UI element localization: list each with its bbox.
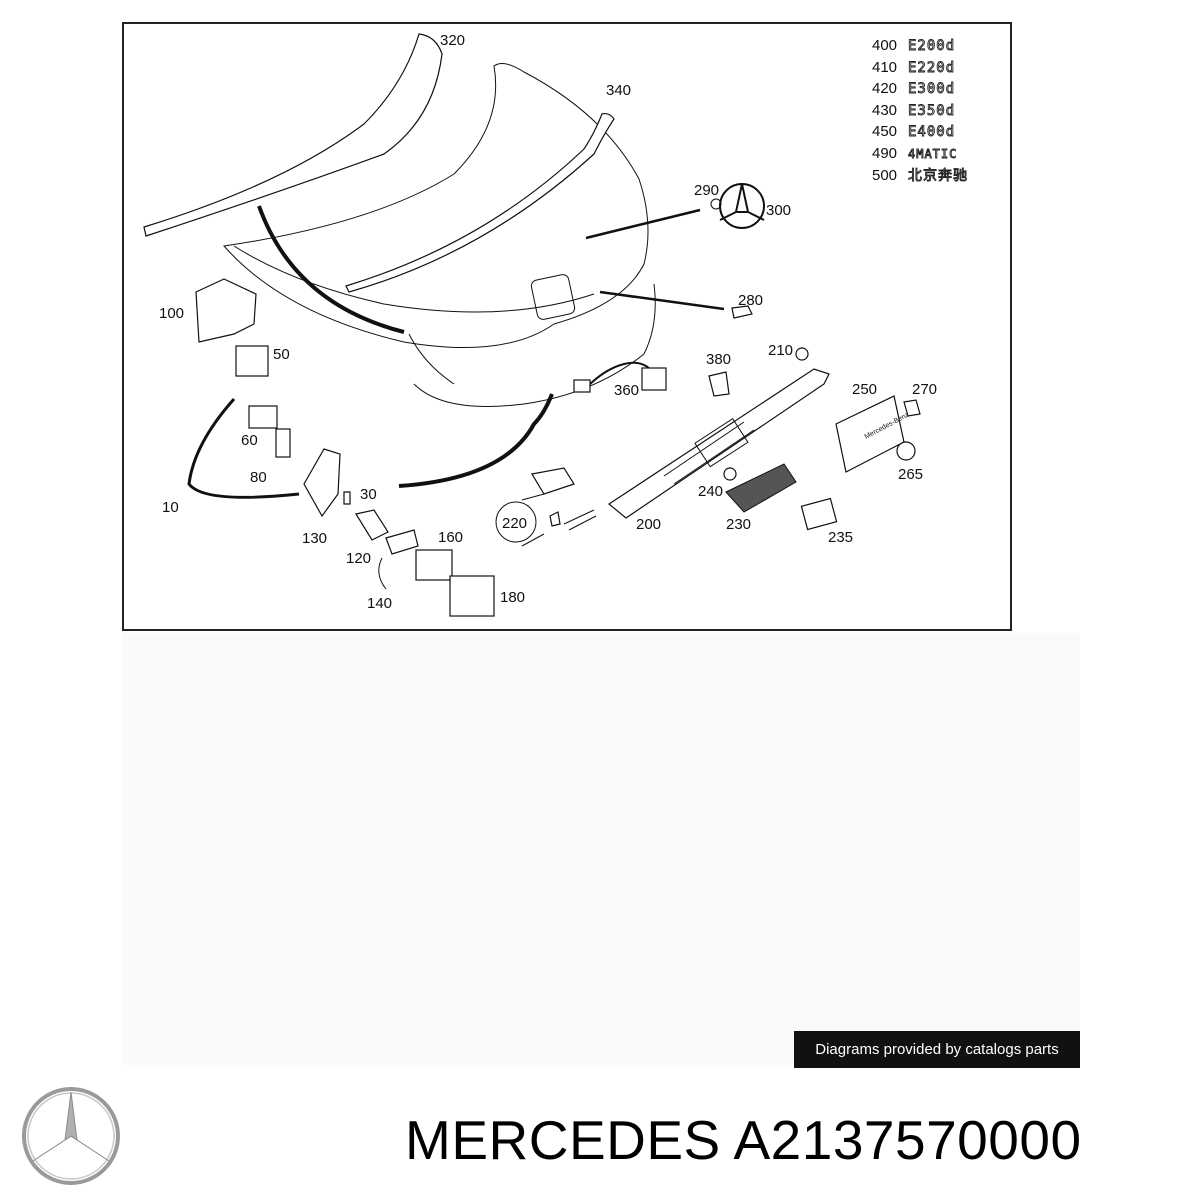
legend-code: 500 [872,167,897,184]
legend-code: 490 [872,145,897,162]
legend-badge: 北京奔驰 [908,168,968,184]
lamp-part [248,405,278,429]
legend-badge: E200d [908,38,955,54]
label-50: 50 [273,346,290,363]
clip-callout [495,501,537,543]
label-120: 120 [346,550,371,567]
label-270: 270 [912,381,937,398]
label-130: 130 [302,530,327,547]
legend-code: 450 [872,123,897,140]
credit-badge: Diagrams provided by catalogs parts [794,1031,1080,1068]
module-part [449,575,495,617]
label-235: 235 [828,529,853,546]
label-290: 290 [694,182,719,199]
handle-strip-part [607,368,830,519]
label-265: 265 [898,466,923,483]
bulb-part [275,428,291,458]
part-title: MERCEDES A2137570000 [405,1108,1082,1172]
star-emblem-part [719,183,765,229]
emblem-legend: 400 E200d 410 E220d 420 E300d 430 E350d … [872,37,968,184]
control-unit-part [415,549,453,581]
spoiler-part [143,33,443,237]
legend-badge: E220d [908,60,955,76]
legend-code: 420 [872,80,897,97]
label-250: 250 [852,381,877,398]
legend-code: 400 [872,37,897,54]
bolt-part [731,305,753,319]
label-240: 240 [698,483,723,500]
label-340: 340 [606,82,631,99]
legend-badge: E350d [908,103,955,119]
credit-text: Diagrams provided by catalogs parts [815,1041,1059,1058]
label-140: 140 [367,595,392,612]
bracket-part [195,278,257,343]
grommet-part [710,198,722,210]
label-220: 220 [502,515,527,532]
label-160: 160 [438,529,463,546]
lock-part [235,345,269,377]
label-300: 300 [766,202,791,219]
label-280: 280 [738,292,763,309]
legend-badge: E300d [908,81,955,97]
trim-strip-part [345,112,615,293]
mercedes-star-icon [20,1085,122,1192]
label-100: 100 [159,305,184,322]
cable-part [187,398,300,499]
label-30: 30 [360,486,377,503]
label-360: 360 [614,382,639,399]
switch-part [385,529,419,555]
label-10: 10 [162,499,179,516]
label-180: 180 [500,589,525,606]
trunk-lid-part [223,63,649,349]
label-380: 380 [706,351,731,368]
brand-name: MERCEDES [405,1109,721,1171]
label-230: 230 [726,516,751,533]
actuator-part [303,448,341,518]
label-80: 80 [250,469,267,486]
parts-diagram: Mercedes-Benz 320 340 290 300 280 100 50… [122,22,1012,631]
camera-part [725,463,797,513]
legend-code: 410 [872,59,897,76]
label-60: 60 [241,432,258,449]
label-320: 320 [440,32,465,49]
part-number: A2137570000 [733,1109,1082,1171]
legend-badge: E400d [908,124,955,140]
label-200: 200 [636,516,661,533]
label-210: 210 [768,342,793,359]
watermark-background [122,633,1080,1065]
legend-badge: 4MATIC [908,147,957,161]
exploded-view-drawing: Mercedes-Benz 320 340 290 300 280 100 50… [143,32,968,617]
legend-code: 430 [872,102,897,119]
